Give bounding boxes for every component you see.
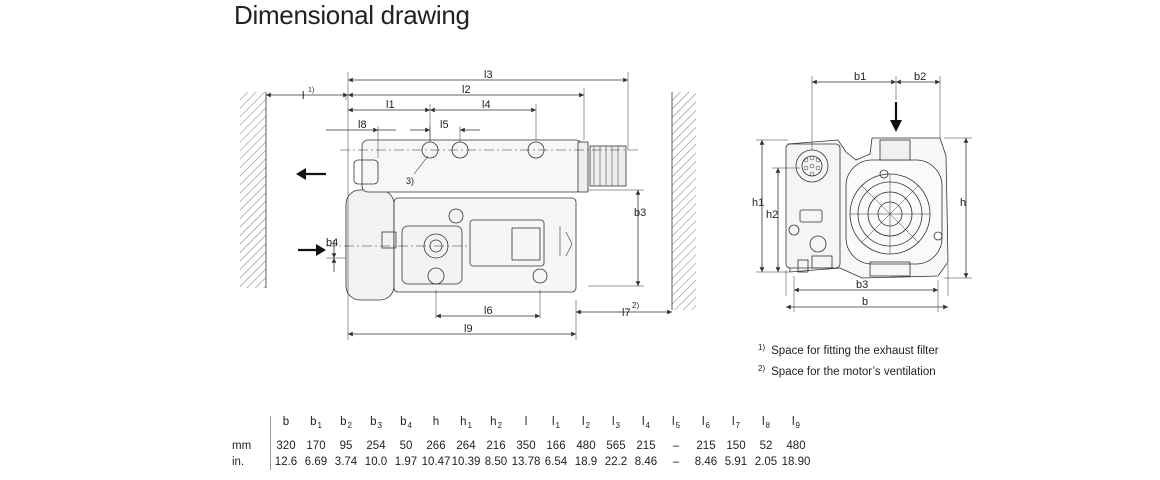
table-cell: 10.39 — [451, 456, 481, 468]
table-cell: 166 — [546, 440, 566, 452]
column-header: h — [432, 416, 440, 428]
dim-h2-label: h2 — [766, 209, 778, 221]
dimensional-drawing: l 1) l3 l2 l1 l4 l8 l5 3) b3 b4 l6 l7 2)… — [240, 69, 972, 340]
table-cell: 6.69 — [304, 456, 328, 468]
table-cell: 3.74 — [334, 456, 358, 468]
table-cell: 215 — [636, 440, 656, 452]
table-cell: 254 — [366, 440, 386, 452]
table-cell: 6.54 — [544, 456, 568, 468]
dim-l4-label: l4 — [482, 99, 491, 111]
column-header: b2 — [340, 416, 352, 430]
dim-b2-label: b2 — [914, 71, 926, 83]
front-view: b1 b2 h1 h2 h b3 b — [752, 71, 972, 312]
column-header: b3 — [370, 416, 382, 430]
dim-h-label: h — [960, 197, 966, 209]
dim-b1-label: b1 — [854, 71, 866, 83]
dim-l8-label: l8 — [358, 119, 367, 131]
table-cell: 8.50 — [484, 456, 508, 468]
column-header: l5 — [671, 416, 680, 430]
exhaust-filter — [589, 145, 627, 187]
left-wall-hatch — [240, 92, 266, 288]
dim-h1-label: h1 — [752, 197, 764, 209]
table-cell: 22.2 — [604, 456, 628, 468]
table-cell: – — [672, 440, 680, 452]
table-cell: 13.78 — [511, 456, 541, 468]
column-header: b1 — [310, 416, 322, 430]
dim-b4-label: b4 — [326, 237, 338, 249]
table-cell: 52 — [759, 440, 773, 452]
column-header: l7 — [731, 416, 740, 430]
table-cell: 18.90 — [781, 456, 811, 468]
right-wall-hatch — [672, 92, 696, 310]
footnotes: 1)Space for fitting the exhaust filter 2… — [758, 339, 939, 381]
table-cell: 12.6 — [270, 454, 301, 470]
dim-l5-label: l5 — [440, 119, 449, 131]
dim-b3-front-label: b3 — [856, 279, 868, 291]
column-header: l8 — [761, 416, 770, 430]
table-cell: 216 — [486, 440, 506, 452]
table-cell: 8.46 — [634, 456, 658, 468]
pump-housing — [361, 139, 583, 193]
front-left-block — [785, 143, 841, 269]
fan-cover — [845, 159, 943, 265]
table-cell: 5.91 — [724, 456, 748, 468]
footnote-1: 1)Space for fitting the exhaust filter — [758, 343, 939, 357]
dim-l1-label: l1 — [386, 99, 395, 111]
table-cell: 480 — [576, 440, 596, 452]
table-cell: 480 — [786, 440, 806, 452]
table-cell: 10.0 — [364, 456, 388, 468]
table-cell: 170 — [306, 440, 326, 452]
dim-l3-label: l3 — [484, 69, 493, 81]
table-cell: 264 — [456, 440, 476, 452]
column-header: l4 — [641, 416, 650, 430]
column-header: b4 — [400, 416, 412, 430]
table-cell: 150 — [726, 440, 746, 452]
table-cell: 565 — [606, 440, 626, 452]
column-header: b — [270, 416, 301, 438]
dim-l-label: l — [302, 90, 304, 102]
dim-b-label: b — [862, 296, 868, 308]
table-cell: 95 — [339, 440, 353, 452]
dim-l2-label: l2 — [462, 84, 471, 96]
table-cell: 320 — [270, 438, 301, 454]
table-cell: 350 — [516, 440, 536, 452]
table-cell: 266 — [426, 440, 446, 452]
table-cell: 215 — [696, 440, 716, 452]
column-header: l6 — [701, 416, 710, 430]
table-cell: 50 — [399, 440, 413, 452]
footnote-2: 2)Space for the motor’s ventilation — [758, 364, 936, 378]
dim-l6-label: l6 — [484, 305, 493, 317]
column-header: h1 — [460, 416, 472, 430]
column-header: l9 — [791, 416, 800, 430]
column-header: l1 — [551, 416, 560, 430]
column-header: l — [524, 416, 528, 428]
table-cell: 2.05 — [754, 456, 778, 468]
dim-l7-note: 2) — [632, 301, 639, 310]
table-row: mm 320 170 95 254 50 266 264 216 350 166 480 565 215 –… — [232, 438, 811, 454]
dim-l9-label: l9 — [464, 323, 473, 335]
side-view: l 1) l3 l2 l1 l4 l8 l5 3) b3 b4 l6 l7 2)… — [240, 69, 696, 340]
motor-fan-cover — [345, 189, 395, 301]
dim-b3-side-label: b3 — [634, 207, 646, 219]
table-cell: – — [672, 456, 680, 468]
dim-l-note: 1) — [308, 87, 314, 94]
column-header: h2 — [490, 416, 502, 430]
callout-3: 3) — [406, 176, 414, 186]
column-header: l3 — [611, 416, 620, 430]
dim-l7-label: l7 — [622, 307, 631, 319]
unit-label: mm — [232, 440, 252, 452]
table-cell: 8.46 — [694, 456, 718, 468]
unit-label: in. — [232, 456, 245, 468]
table-cell: 1.97 — [394, 456, 418, 468]
table-cell: 18.9 — [574, 456, 598, 468]
table-cell: 10.47 — [421, 456, 451, 468]
page-title: Dimensional drawing — [234, 0, 470, 30]
column-header: l2 — [581, 416, 590, 430]
